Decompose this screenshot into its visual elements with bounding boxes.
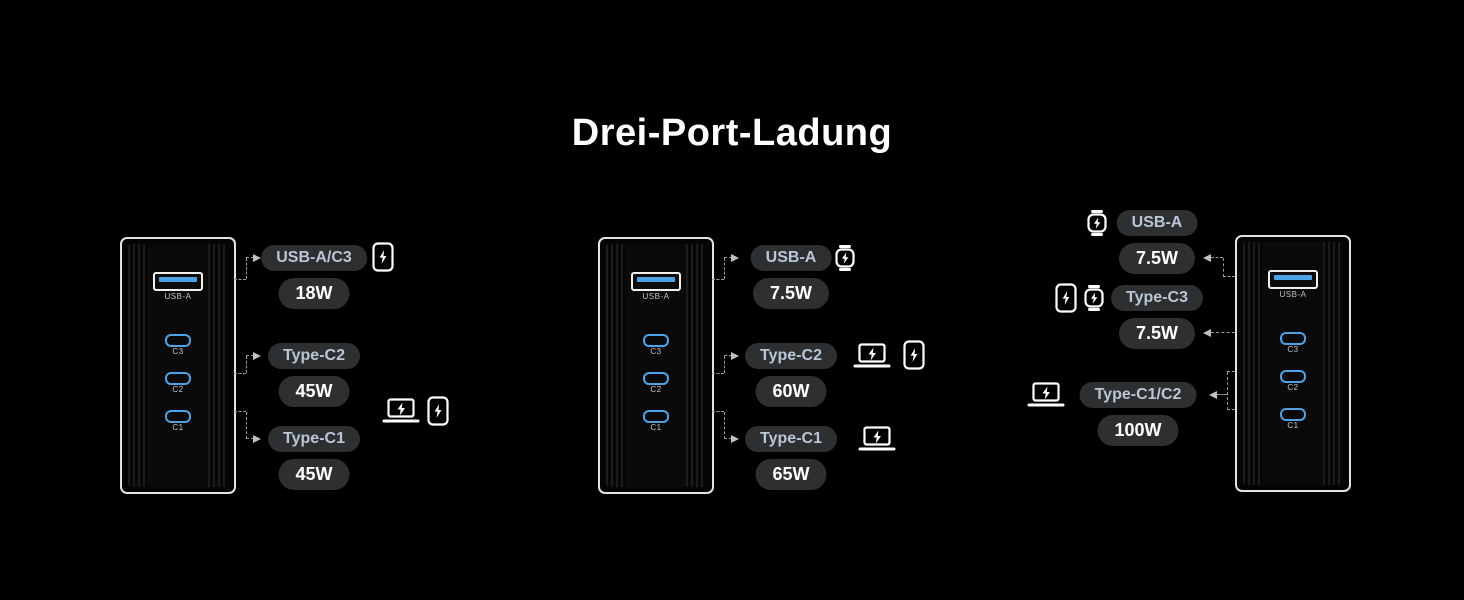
usb-a-port-label: USB-A [642, 292, 670, 301]
usb-a-tongue [1274, 275, 1312, 280]
connector-line [724, 355, 732, 356]
usb-a-port [153, 272, 203, 291]
watt-pill: 7.5W [752, 278, 830, 309]
page-title: Drei-Port-Ladung [571, 112, 893, 154]
port-pill: USB-A/C3 [261, 245, 367, 271]
watt-pill: 18W [278, 278, 350, 309]
laptop-charging-icon [857, 425, 897, 453]
smartphone-charging-icon [1055, 283, 1077, 313]
watt-pill: 100W [1097, 415, 1179, 446]
connector-line [1227, 409, 1235, 410]
smartphone-charging-icon [372, 242, 394, 272]
usb-c3-port [165, 334, 191, 347]
connector-line [1223, 276, 1235, 277]
usb-c1-port [1280, 408, 1306, 421]
charger-device-3: USB-A C3 C2 C1 [1235, 235, 1351, 492]
arrowhead [253, 254, 261, 262]
connector-line [234, 411, 246, 412]
connector-line [1227, 372, 1228, 410]
connector-line [234, 373, 246, 374]
usb-c3-port [1280, 332, 1306, 345]
connector-line [1227, 371, 1235, 372]
port-pill: Type-C1 [745, 426, 837, 452]
charger-device-1: USB-A C3 C2 C1 [120, 237, 236, 494]
charger-device-2: USB-A C3 C2 C1 [598, 237, 714, 494]
port-pill: USB-A [750, 245, 832, 271]
smartwatch-charging-icon [1085, 208, 1109, 238]
connector-line [1223, 258, 1224, 277]
arrowhead [1209, 391, 1217, 399]
usb-a-port-label: USB-A [164, 292, 192, 301]
usb-a-tongue [637, 277, 675, 282]
connector-line [246, 355, 254, 356]
connector-line [724, 258, 725, 279]
port-pill: Type-C2 [268, 343, 360, 369]
connector-line [712, 411, 724, 412]
c2-port-label: C2 [172, 385, 184, 394]
connector-line [1211, 332, 1235, 333]
usb-a-port-label: USB-A [1279, 290, 1307, 299]
port-pill: Type-C1/C2 [1079, 382, 1197, 408]
port-pill: Type-C1 [268, 426, 360, 452]
connector-line [246, 258, 247, 279]
usb-c1-port [165, 410, 191, 423]
arrowhead [1203, 329, 1211, 337]
connector-line [246, 438, 254, 439]
watt-pill: 65W [755, 459, 827, 490]
connector-line [234, 279, 246, 280]
arrowhead [1203, 254, 1211, 262]
arrowhead [731, 435, 739, 443]
connector-line [724, 356, 725, 373]
connector-line [246, 412, 247, 439]
c2-port-label: C2 [1287, 383, 1299, 392]
arrowhead [731, 352, 739, 360]
c3-port-label: C3 [1287, 345, 1299, 354]
usb-a-tongue [159, 277, 197, 282]
usb-a-port [1268, 270, 1318, 289]
smartwatch-charging-icon [1082, 283, 1106, 313]
connector-line [1217, 394, 1227, 395]
c1-port-label: C1 [1287, 421, 1299, 430]
watt-pill: 45W [278, 376, 350, 407]
smartphone-charging-icon [903, 340, 925, 370]
laptop-charging-icon [1026, 381, 1066, 409]
watt-pill: 7.5W [1118, 318, 1196, 349]
c1-port-label: C1 [650, 423, 662, 432]
arrowhead [731, 254, 739, 262]
usb-c2-port [165, 372, 191, 385]
c3-port-label: C3 [650, 347, 662, 356]
watt-pill: 7.5W [1118, 243, 1196, 274]
laptop-charging-icon [381, 397, 421, 425]
connector-line [246, 257, 254, 258]
smartwatch-charging-icon [833, 243, 857, 273]
connector-line [724, 257, 732, 258]
port-pill: Type-C2 [745, 343, 837, 369]
port-pill: Type-C3 [1111, 285, 1203, 311]
connector-line [1211, 257, 1223, 258]
c2-port-label: C2 [650, 385, 662, 394]
c3-port-label: C3 [172, 347, 184, 356]
laptop-charging-icon [852, 342, 892, 370]
connector-line [724, 412, 725, 439]
usb-c3-port [643, 334, 669, 347]
connector-line [712, 279, 724, 280]
usb-a-port [631, 272, 681, 291]
connector-line [712, 373, 724, 374]
port-pill: USB-A [1116, 210, 1198, 236]
usb-c1-port [643, 410, 669, 423]
watt-pill: 60W [755, 376, 827, 407]
arrowhead [253, 435, 261, 443]
connector-line [246, 356, 247, 373]
c1-port-label: C1 [172, 423, 184, 432]
arrowhead [253, 352, 261, 360]
usb-c2-port [643, 372, 669, 385]
watt-pill: 45W [278, 459, 350, 490]
smartphone-charging-icon [427, 396, 449, 426]
usb-c2-port [1280, 370, 1306, 383]
connector-line [724, 438, 732, 439]
